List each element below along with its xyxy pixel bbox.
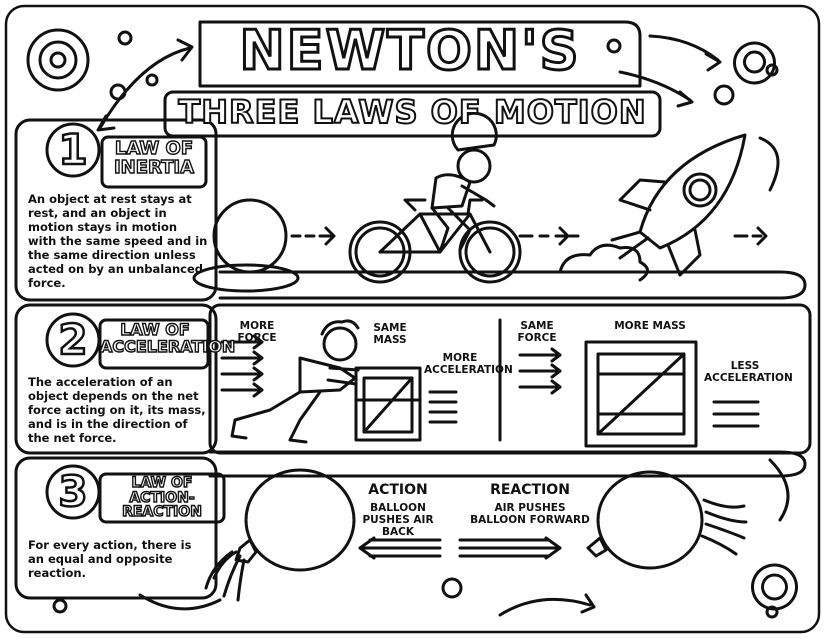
same-force-label: SAME FORCE bbox=[517, 320, 557, 344]
law1-title-box bbox=[100, 135, 208, 189]
balloon-right-icon bbox=[586, 470, 748, 570]
swirl-top-left-icon bbox=[26, 28, 90, 92]
rocket-icon bbox=[610, 133, 747, 277]
page-subtitle: THREE LAWS OF MOTION bbox=[177, 93, 647, 131]
cyclist-icon bbox=[430, 111, 498, 254]
more-acceleration-label: MORE ACCELERATION bbox=[424, 352, 513, 376]
law1-number-badge bbox=[45, 122, 101, 178]
law2-title-line2: ACCELERATION bbox=[99, 336, 236, 356]
law2-title-line1: LAW OF bbox=[119, 320, 190, 339]
law3-title-box bbox=[98, 472, 226, 524]
balloon-left-icon bbox=[204, 468, 356, 602]
law1-title-line2: INERTIA bbox=[113, 156, 194, 178]
bicycle-icon bbox=[348, 198, 522, 284]
ball-base bbox=[192, 263, 300, 293]
subtitle-frame bbox=[163, 90, 662, 138]
law3-title-line1: LAW OF bbox=[131, 475, 193, 491]
small-crate-icon bbox=[354, 366, 422, 442]
law2-title-box bbox=[98, 318, 210, 370]
law1-title-line1: LAW OF bbox=[114, 138, 194, 159]
title-frame bbox=[198, 20, 642, 88]
reaction-text: AIR PUSHES BALLOON FORWARD bbox=[470, 502, 590, 526]
law2-description: The acceleration of an object depends on… bbox=[28, 375, 206, 445]
law3-title: LAW OF ACTION-REACTION bbox=[102, 475, 222, 521]
pushing-person-icon bbox=[230, 319, 360, 444]
law1-description: An object at rest stays at rest, and an … bbox=[28, 192, 208, 290]
reaction-label: REACTION bbox=[490, 482, 570, 498]
same-mass-label: SAME MASS bbox=[373, 322, 407, 346]
exhaust-cloud bbox=[558, 243, 649, 282]
swirl-top-right-icon bbox=[733, 41, 776, 85]
law1-number: 1 bbox=[57, 125, 89, 174]
swirl-bottom-right-icon bbox=[751, 563, 798, 611]
law2-panel bbox=[14, 303, 218, 455]
less-acceleration-label: LESS ACCELERATION bbox=[704, 360, 793, 384]
law1-title: LAW OF INERTIA bbox=[104, 138, 204, 178]
action-label: ACTION bbox=[368, 482, 428, 498]
ball-icon bbox=[212, 198, 288, 274]
more-mass-label: MORE MASS bbox=[614, 320, 686, 332]
action-text: BALLOON PUSHES AIR BACK bbox=[362, 502, 434, 538]
law2-title: LAW OF ACCELERATION bbox=[99, 320, 236, 356]
law3-number: 3 bbox=[57, 467, 89, 516]
law3-panel bbox=[14, 456, 218, 600]
law3-description: For every action, there is an equal and … bbox=[28, 538, 192, 580]
more-force-label: MORE FORCE bbox=[237, 320, 277, 344]
curved-arrow-top-left-icon bbox=[98, 46, 192, 130]
page-title: NEWTON'S bbox=[238, 19, 581, 82]
large-crate-icon bbox=[584, 340, 698, 448]
law1-panel bbox=[14, 118, 218, 302]
law2-number: 2 bbox=[57, 315, 89, 364]
law3-title-line2: ACTION-REACTION bbox=[121, 489, 202, 521]
